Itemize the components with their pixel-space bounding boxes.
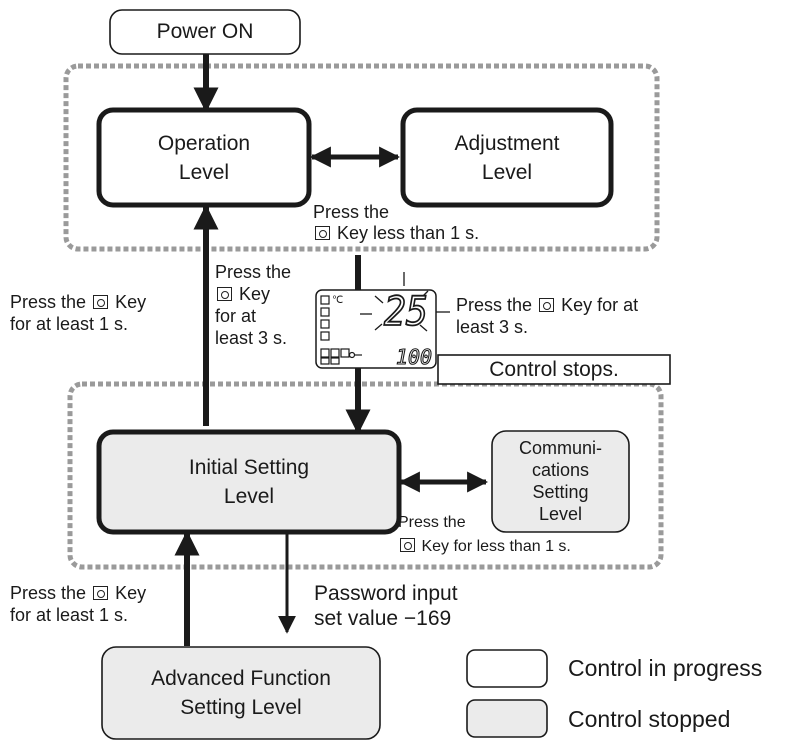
init-to-op-note-1-text: Press the xyxy=(10,292,87,312)
display-hint-3: least 3 s. xyxy=(456,317,529,337)
display-set-value: 100 xyxy=(396,345,432,369)
control-in-progress-group xyxy=(63,63,660,252)
control-stops-label: Control stops. xyxy=(489,358,619,381)
adv-to-init-note-1: Press the Key xyxy=(10,583,146,604)
control-stopped-group xyxy=(67,381,664,570)
op-to-init-note-3: for at xyxy=(215,306,257,326)
operation-line-2: Level xyxy=(178,161,230,184)
control-stops-box xyxy=(437,354,671,385)
adv-to-init-note-3: for at least 1 s. xyxy=(10,605,129,625)
advanced-line-1: Advanced Function xyxy=(151,667,331,690)
operation-level-label: Operation Level xyxy=(99,129,309,187)
initial-line-2: Level xyxy=(223,485,275,508)
init-to-comm-note-2: Key for less than 1 s. xyxy=(398,536,571,557)
power-on-box xyxy=(109,9,301,55)
advanced-line-2: Setting Level xyxy=(180,696,302,719)
mode-key-icon xyxy=(400,538,415,552)
advanced-function-setting-level-label: Advanced Function Setting Level xyxy=(102,664,380,722)
op-to-adj-note-2: Key less than 1 s. xyxy=(313,223,479,244)
op-to-init-note-2-text: Key xyxy=(239,284,271,304)
mode-key-icon xyxy=(315,226,330,240)
init-to-op-note-1: Press the Key xyxy=(10,292,146,313)
op-to-init-note-2: Key xyxy=(215,284,270,305)
adv-to-init-note-1-text: Press the xyxy=(10,583,87,603)
power-on-label: Power ON xyxy=(156,20,254,43)
display-hint-1-text: Press the xyxy=(456,295,533,315)
legend-in-progress-label: Control in progress xyxy=(568,655,763,681)
initial-setting-level-box xyxy=(96,429,402,535)
legend-stopped-swatch xyxy=(466,699,548,738)
mode-key-icon xyxy=(93,295,109,309)
password-note-2: set value −169 xyxy=(314,607,452,630)
legend-stopped-label: Control stopped xyxy=(568,706,731,732)
mode-key-icon xyxy=(93,586,109,600)
operation-line-1: Operation xyxy=(157,132,251,155)
communications-line-1: Communi- xyxy=(518,438,602,458)
communications-line-2: cations xyxy=(531,460,590,480)
display-hint-1: Press the Key for at xyxy=(456,295,638,316)
communications-setting-level-box xyxy=(491,430,630,533)
op-to-adj-note-1: Press the xyxy=(313,202,390,222)
password-note-1: Password input xyxy=(314,582,458,605)
adjustment-level-label: Adjustment Level xyxy=(403,129,611,187)
display-unit: ℃ xyxy=(332,295,343,306)
mode-key-icon xyxy=(539,298,555,312)
init-to-comm-note-1: Press the xyxy=(398,514,466,531)
display-hint-2-text: Key for at xyxy=(561,295,639,315)
communications-setting-level-label: Communi- cations Setting Level xyxy=(492,437,629,525)
controller-display: ℃ 25 100 xyxy=(315,272,450,370)
advanced-function-setting-level-box xyxy=(101,646,381,740)
op-to-init-note-1: Press the xyxy=(215,262,292,282)
operation-level-box xyxy=(96,107,312,208)
adjustment-line-1: Adjustment xyxy=(454,132,560,155)
adjustment-level-box xyxy=(400,107,614,208)
adv-to-init-note-2-text: Key xyxy=(115,583,147,603)
init-to-op-note-2-text: Key xyxy=(115,292,147,312)
initial-line-1: Initial Setting xyxy=(188,456,310,479)
op-to-init-note-4: least 3 s. xyxy=(215,328,288,348)
adjustment-line-2: Level xyxy=(481,161,533,184)
init-to-op-note-3: for at least 1 s. xyxy=(10,314,129,334)
op-to-adj-note-2-text: Key less than 1 s. xyxy=(337,223,480,243)
legend-in-progress-swatch xyxy=(466,649,548,688)
communications-line-4: Level xyxy=(538,504,583,524)
display-process-value: 25 xyxy=(384,289,428,335)
mode-key-icon xyxy=(217,287,232,301)
communications-line-3: Setting xyxy=(532,482,589,502)
initial-setting-level-label: Initial Setting Level xyxy=(99,453,399,511)
init-to-comm-note-2-text: Key for less than 1 s. xyxy=(421,538,571,555)
